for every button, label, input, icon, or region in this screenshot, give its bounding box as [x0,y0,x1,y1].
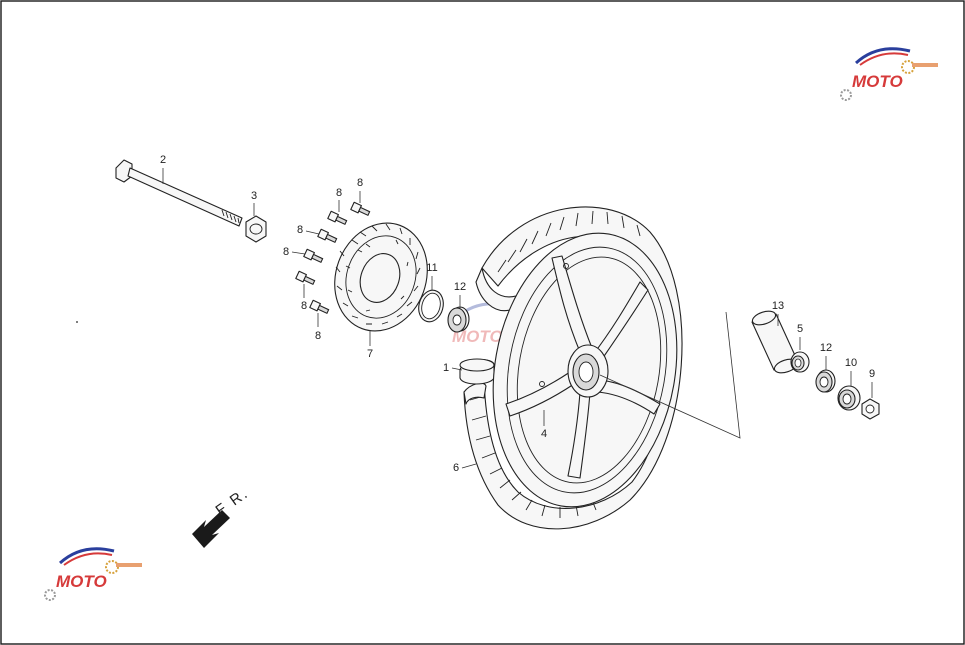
callout-rim: 4 [541,428,547,440]
callout-leader-tube [451,367,463,371]
callout-bolt-e: 8 [301,300,307,312]
wheel-rim [492,232,678,508]
callout-bearing-left: 12 [454,281,466,293]
front-direction-label: F R. [213,485,253,520]
callout-leader-tire [461,463,477,469]
disc-bolt-f [309,299,330,315]
callout-leader-bolt-d [291,251,306,255]
axis-projection-lines [599,311,741,439]
callout-tube: 1 [443,362,449,374]
callout-nut: 9 [869,368,875,380]
axle-nut [245,215,267,243]
callout-bolt-d: 8 [283,246,289,258]
disc-bolt-c [317,228,338,244]
watermark-text-bottom: MOTO [56,572,107,591]
disc-bolt-b [350,201,371,217]
distance-collar [790,351,810,373]
wheel-bearing-left [447,306,470,333]
callout-bolt-a: 8 [336,187,342,199]
brake-disc [334,222,428,332]
disc-bolt-e [295,270,316,286]
stray-dot [76,321,78,323]
inner-tube-end [459,358,495,385]
callout-spacer: 13 [772,300,784,312]
axle-shaft [115,159,243,227]
watermark-logo-top: MOTO [840,47,938,101]
wheel-bearing-right [815,369,836,393]
callout-ring: 11 [426,262,437,274]
tire [463,206,683,530]
callout-bolt-c: 8 [297,224,303,236]
watermark-text-center: MOTO [452,327,503,346]
axle-nut-right [861,398,880,420]
callout-axle: 2 [160,154,166,166]
callout-bolt-b: 8 [357,177,363,189]
watermark-text-top: MOTO [852,72,903,91]
callout-collar: 5 [797,323,803,335]
watermark-logo-bottom: MOTO [44,547,142,601]
retaining-ring [418,289,444,323]
disc-bolt-d [303,248,324,264]
callout-axle-nut: 3 [251,190,257,202]
oil-seal [837,385,861,411]
disc-bolt-a [327,210,348,226]
callout-seal: 10 [845,357,857,369]
callout-disc: 7 [367,348,373,360]
front-direction-arrow [192,510,230,548]
callout-bearing-right: 12 [820,342,832,354]
callout-leader-bolt-c [305,230,320,235]
callout-bolt-f: 8 [315,330,321,342]
callout-tire: 6 [453,462,459,474]
